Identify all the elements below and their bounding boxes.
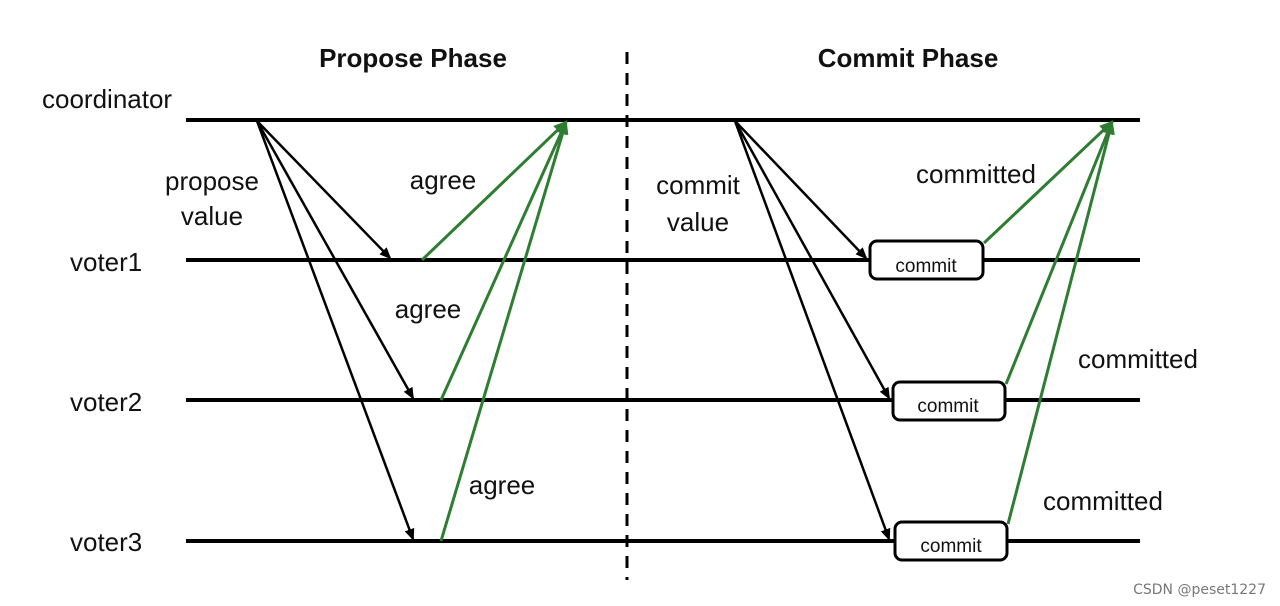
propose-phase-title: Propose Phase [319, 43, 507, 73]
commit-label-line2: value [667, 207, 729, 237]
committed-arrow-voter1 [982, 120, 1114, 245]
propose-label-line1: propose [165, 166, 259, 196]
agree-label-3: agree [469, 470, 536, 500]
agree-arrow-voter3 [439, 120, 569, 542]
watermark: CSDN @peset1227 [1133, 582, 1266, 598]
lane-label-voter3: voter3 [70, 527, 142, 557]
committed-arrow-voter2 [1004, 120, 1114, 385]
propose-label-line2: value [181, 201, 243, 231]
commit-arrow-voter3 [733, 120, 891, 541]
commit-box-label: commit [920, 536, 982, 557]
agree-label-2: agree [395, 294, 462, 324]
propose-arrow-voter1 [256, 120, 392, 260]
committed-label-3: committed [1043, 486, 1163, 516]
lane-label-voter2: voter2 [70, 387, 142, 417]
commit-label-line1: commit [656, 170, 741, 200]
commit-box-label: commit [917, 396, 979, 417]
agree-label-1: agree [410, 165, 477, 195]
committed-label-2: committed [1078, 344, 1198, 374]
commit-box-label: commit [895, 256, 957, 277]
commit-box-voter1: commit [868, 239, 985, 281]
commit-phase-title: Commit Phase [818, 43, 999, 73]
commit-arrow-voter2 [733, 120, 891, 400]
propose-arrow-voter2 [255, 120, 415, 400]
propose-arrow-voter3 [255, 120, 415, 541]
committed-arrow-voter3 [1006, 120, 1115, 525]
committed-label-1: committed [916, 159, 1036, 189]
lane-label-coordinator: coordinator [42, 84, 172, 114]
commit-box-voter2: commit [891, 380, 1007, 422]
lane-label-voter1: voter1 [70, 247, 142, 277]
commit-arrow-voter1 [734, 120, 868, 260]
commit-box-voter3: commit [893, 520, 1009, 562]
agree-arrow-voter2 [439, 120, 568, 401]
agree-arrow-voter1 [420, 120, 568, 262]
